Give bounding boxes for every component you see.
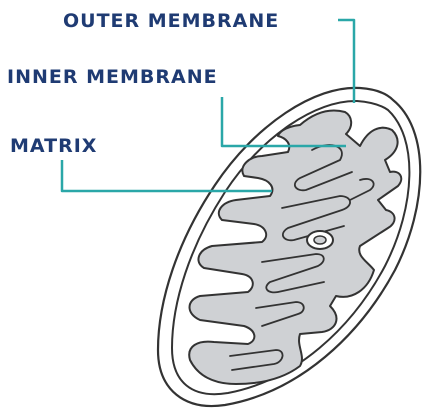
inner-membrane-label: INNER MEMBRANE — [7, 66, 218, 88]
crista-island-center — [314, 236, 326, 244]
outer-membrane-label: OUTER MEMBRANE — [63, 10, 279, 32]
matrix-label: MATRIX — [10, 135, 97, 157]
